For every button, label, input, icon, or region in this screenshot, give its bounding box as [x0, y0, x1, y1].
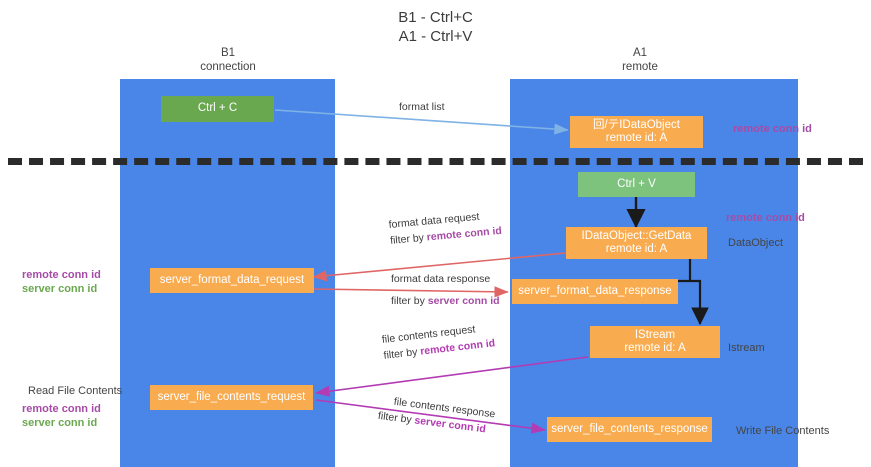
- diagram-title: B1 - Ctrl+C A1 - Ctrl+V: [398, 9, 473, 45]
- side-label-server-conn-id-left-bottom: server conn id: [22, 417, 98, 429]
- section-divider: [8, 158, 863, 165]
- emphasis-remote-conn-id: remote conn id: [426, 224, 503, 244]
- side-label-remote-conn-id-mid: remote conn id: [726, 212, 805, 224]
- box-ctrl-c[interactable]: Ctrl + C: [161, 96, 274, 122]
- side-label-remote-conn-id-left-bottom: remote conn id: [22, 403, 101, 415]
- side-label-server-conn-id-left-mid: server conn id: [22, 283, 98, 295]
- box-idataobject-getdata[interactable]: IDataObject::GetData remote id: A: [566, 227, 707, 259]
- label-format-data-response-line2: filter by server conn id: [391, 295, 500, 307]
- side-label-write-file-contents: Write File Contents: [736, 425, 830, 437]
- box-server-file-contents-response[interactable]: server_file_contents_response: [547, 417, 712, 442]
- side-label-remote-conn-id-left-mid: remote conn id: [22, 269, 101, 281]
- box-istream[interactable]: IStream remote id: A: [590, 326, 720, 358]
- label-file-contents-response: file contents response filter by server …: [377, 392, 496, 438]
- label-format-data-response-line1: format data response: [391, 273, 491, 285]
- lane-header-b1: B1 connection: [200, 47, 256, 73]
- label-format-data-request: format data request filter by remote con…: [388, 207, 502, 249]
- label-format-data-response: format data response filter by server co…: [391, 271, 500, 309]
- lane-header-a1: A1 remote: [622, 47, 658, 73]
- side-label-dataobject: DataObject: [728, 237, 784, 249]
- label-file-contents-request: file contents request filter by remote c…: [381, 319, 496, 363]
- label-format-list: format list: [399, 101, 445, 113]
- box-ctrl-v[interactable]: Ctrl + V: [578, 172, 695, 197]
- side-label-read-file-contents: Read File Contents: [28, 385, 123, 397]
- box-idataobject[interactable]: 回/テIDataObject remote id: A: [570, 116, 703, 148]
- side-label-remote-conn-id-top: remote conn id: [733, 123, 812, 135]
- box-server-format-data-response[interactable]: server_format_data_response: [512, 279, 678, 304]
- emphasis-server-conn-id: server conn id: [427, 295, 500, 307]
- side-label-istream: Istream: [728, 342, 765, 354]
- box-server-format-data-request[interactable]: server_format_data_request: [150, 268, 314, 293]
- box-server-file-contents-request[interactable]: server_file_contents_request: [150, 385, 313, 410]
